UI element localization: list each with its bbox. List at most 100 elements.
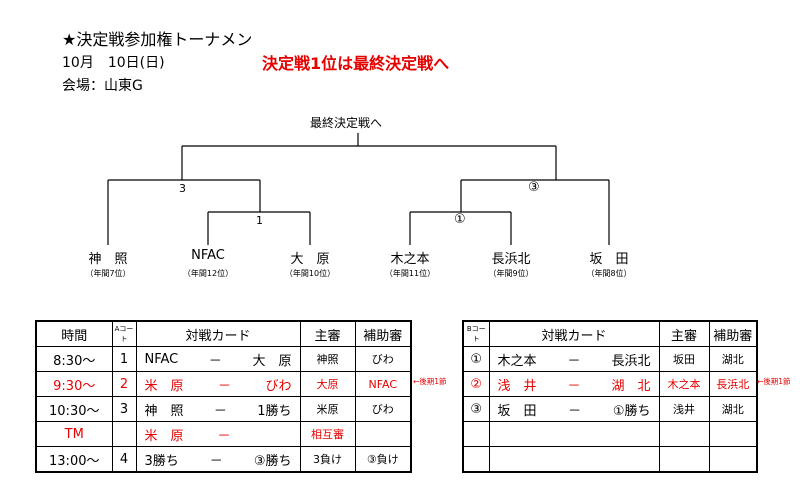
court-header: Bコート xyxy=(462,320,490,347)
match-time: TM xyxy=(35,421,113,447)
match-number: 1 xyxy=(111,346,137,372)
team-name: NFAC xyxy=(191,248,225,263)
assistant-referee xyxy=(708,446,758,473)
away-team: ①勝ち xyxy=(612,403,651,419)
page-title: ★決定戦参加権トーナメン xyxy=(62,30,253,49)
tournament-bracket xyxy=(107,133,610,245)
away-team: 湖 北 xyxy=(611,378,651,394)
away-team: ③勝ち xyxy=(253,453,292,469)
versus-dash: － xyxy=(217,378,231,394)
assistant-referee xyxy=(708,421,758,447)
court-header: Aコート xyxy=(111,320,137,347)
team-name: 坂 田 xyxy=(589,252,629,267)
match-card xyxy=(488,446,660,473)
match-card: 坂 田 － ①勝ち xyxy=(488,396,660,422)
right-subgame-number: ① xyxy=(454,212,466,227)
match-card: 浅 井－湖 北 xyxy=(488,371,660,397)
team-rank: （年間11位） xyxy=(384,269,436,278)
assistant-referee: 湖北 xyxy=(708,396,758,422)
court-a-schedule: 時間 Aコート 対戦カード 主審 補助審 8:30～ 1 NFAC－大 原 神照… xyxy=(35,320,412,473)
match-number xyxy=(462,421,490,447)
away-team: 大 原 xyxy=(252,353,292,369)
chief-referee: 大原 xyxy=(299,371,356,397)
assistant-referee-header: 補助審 xyxy=(708,320,758,347)
chief-referee xyxy=(658,421,710,447)
versus-dash: － xyxy=(567,353,581,369)
match-number: 4 xyxy=(111,446,137,473)
match-card xyxy=(488,421,660,447)
team-name: 木之本 xyxy=(390,252,430,267)
home-team: 坂 田 xyxy=(497,403,537,419)
chief-referee-header: 主審 xyxy=(299,320,356,347)
table-row: 13:00～ 4 3勝ち－③勝ち 3負け ③負け xyxy=(35,446,412,473)
team-rank: （年間7位） xyxy=(85,269,131,278)
assistant-referee: びわ xyxy=(354,396,412,422)
chief-referee: 相互審 xyxy=(299,421,356,447)
table-row: 9:30～ 2 米 原 － びわ 大原 NFAC xyxy=(35,371,412,397)
versus-dash: － xyxy=(209,453,223,469)
versus-dash: － xyxy=(208,353,222,369)
left-subgame-number: 1 xyxy=(256,214,263,227)
chief-referee: 木之本 xyxy=(658,371,710,397)
match-number: 2 xyxy=(111,371,137,397)
home-team: 神 照 xyxy=(144,403,184,419)
match-number xyxy=(462,446,490,473)
away-team: びわ xyxy=(265,378,292,394)
team-name: 神 照 xyxy=(88,252,128,267)
away-team: 長浜北 xyxy=(611,353,651,369)
court-a-side-note: ←後期1節 xyxy=(413,377,447,386)
match-time: 8:30～ xyxy=(35,346,113,372)
home-team: 米 原 xyxy=(144,378,184,394)
team-name: 大 原 xyxy=(290,252,330,267)
match-number: 3 xyxy=(111,396,137,422)
court-b-side-note: ←後期1節 xyxy=(757,377,791,386)
home-team: NFAC xyxy=(144,351,179,367)
match-card: NFAC － 大 原 xyxy=(135,346,301,372)
team-rank: （年間10位） xyxy=(284,269,336,278)
match-number: ① xyxy=(462,346,490,372)
team-name: 長浜北 xyxy=(491,252,531,267)
table-row: ② 浅 井－湖 北 木之本 長浜北 xyxy=(462,371,758,397)
assistant-referee xyxy=(354,421,412,447)
rule-note: 決定戦1位は最終決定戦へ xyxy=(262,54,450,73)
home-team: 米 原 xyxy=(144,428,184,444)
match-time: 13:00～ xyxy=(35,446,113,473)
assistant-referee: NFAC xyxy=(354,371,412,397)
assistant-referee: 長浜北 xyxy=(708,371,758,397)
home-team: 浅 井 xyxy=(497,378,537,394)
chief-referee-header: 主審 xyxy=(658,320,710,347)
match-time: 9:30～ xyxy=(35,371,113,397)
table-row: TM 米 原 － 相互審 xyxy=(35,421,412,447)
match-card: 木之本 － 長浜北 xyxy=(488,346,660,372)
chief-referee xyxy=(658,446,710,473)
court-b-schedule: Bコート 対戦カード 主審 補助審 ① 木之本－長浜北 坂田 湖北 ② 浅 井－… xyxy=(462,320,758,473)
chief-referee: 米原 xyxy=(299,396,356,422)
assistant-referee: びわ xyxy=(354,346,412,372)
table-row xyxy=(462,421,758,447)
match-card: 神 照－1勝ち xyxy=(135,396,301,422)
event-date: 10月 10日(日) xyxy=(62,55,165,71)
match-number: ② xyxy=(462,371,490,397)
home-team: 3勝ち xyxy=(144,453,179,469)
match-card: 米 原 － びわ xyxy=(135,371,301,397)
match-number xyxy=(111,421,137,447)
match-card: 3勝ち － ③勝ち xyxy=(135,446,301,473)
team-rank: （年間8位） xyxy=(586,269,632,278)
card-header: 対戦カード xyxy=(135,320,301,347)
right-game-number: ③ xyxy=(528,180,540,195)
card-header: 対戦カード xyxy=(488,320,660,347)
versus-dash: － xyxy=(568,403,582,419)
team-rank: （年間9位） xyxy=(488,269,534,278)
table-row: ① 木之本－長浜北 坂田 湖北 xyxy=(462,346,758,372)
table-row: 8:30～ 1 NFAC－大 原 神照 びわ xyxy=(35,346,412,372)
team-rank: （年間12位） xyxy=(182,269,234,278)
match-time: 10:30～ xyxy=(35,396,113,422)
match-number: ③ xyxy=(462,396,490,422)
chief-referee: 浅井 xyxy=(658,396,710,422)
chief-referee: 坂田 xyxy=(658,346,710,372)
home-team: 木之本 xyxy=(497,353,537,369)
venue: 会場：山東G xyxy=(62,78,143,94)
versus-dash: － xyxy=(217,428,231,444)
left-game-number: 3 xyxy=(179,182,186,195)
assistant-referee: ③負け xyxy=(354,446,412,473)
